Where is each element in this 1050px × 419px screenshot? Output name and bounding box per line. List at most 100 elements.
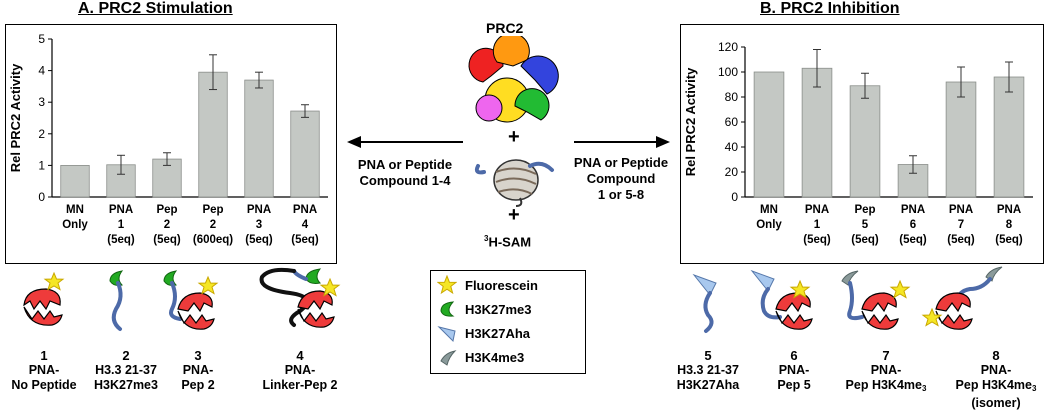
x-category-label: 7 — [958, 219, 964, 231]
compound-7-line1: PNA- — [870, 363, 902, 377]
chart-a: Rel PRC2 Activity012345MNOnlyPNA1(5eq)Pe… — [8, 32, 328, 246]
x-category-label: 6 — [910, 219, 916, 231]
compound-7-subscript: 3 — [921, 384, 927, 393]
x-category-label: 1 — [118, 219, 125, 231]
compound-1-icon — [23, 271, 65, 326]
legend-item-h3k4me3: H3K4me3 — [437, 346, 524, 368]
y-tick-label: 60 — [725, 115, 739, 129]
x-category-label: MN — [66, 204, 84, 216]
legend-item-fluorescein: Fluorescein — [437, 274, 538, 296]
x-category-label: (5eq) — [153, 234, 181, 246]
prc2-subunit-orange — [492, 36, 530, 67]
compound-6-icon — [750, 269, 813, 330]
x-category-label: (5eq) — [947, 234, 975, 246]
compound-3-label: 3 PNA- Pep 2 — [181, 348, 214, 393]
bar — [198, 71, 228, 198]
x-category-label: (5eq) — [851, 234, 879, 246]
compound-4-line1: PNA- — [284, 363, 316, 377]
x-category-label: PNA — [997, 204, 1021, 216]
compound-8-line1: PNA- — [980, 363, 1012, 377]
nucleosome-icon — [474, 159, 554, 207]
compound-8-icon — [921, 266, 1003, 330]
x-category-label: (5eq) — [899, 234, 927, 246]
compound-6-line1: PNA- — [778, 363, 810, 377]
y-tick-label: 80 — [725, 90, 739, 104]
bar — [753, 71, 785, 198]
y-axis-label: Rel PRC2 Activity — [8, 63, 23, 172]
compound-5-label: 5 H3.3 21-37 H3K27Aha — [677, 348, 740, 393]
y-tick-label: 120 — [718, 40, 738, 54]
y-tick-label: 5 — [38, 32, 45, 46]
compound-8-line2-text: Pep H3K4me — [955, 378, 1032, 392]
compound-2-number: 2 — [122, 348, 130, 363]
chart-b: Rel PRC2 Activity020406080100120MNOnlyPN… — [683, 40, 1033, 246]
compound-7-label: 7 PNA- Pep H3K4me3 — [846, 348, 927, 396]
arrow-b-label-line3: 1 or 5-8 — [597, 187, 645, 202]
compound-3-line1: PNA- — [182, 363, 214, 377]
x-category-label: 5 — [862, 219, 869, 231]
x-category-label: (600eq) — [193, 234, 233, 246]
right-arrow-icon — [574, 136, 670, 148]
arrow-a-label-line2: Compound 1-4 — [359, 173, 451, 188]
x-category-label: (5eq) — [107, 234, 135, 246]
compound-2-line2: H3K27me3 — [94, 378, 158, 392]
compound-5-line2: H3K27Aha — [676, 378, 740, 392]
x-category-label: PNA — [109, 204, 133, 216]
x-category-label: PNA — [805, 204, 829, 216]
y-tick-label: 3 — [38, 95, 45, 109]
y-tick-label: 0 — [38, 190, 45, 204]
prc2-complex-icon — [468, 36, 559, 123]
arrow-b-label-line2: Compound — [586, 171, 656, 186]
green-leaf-icon — [440, 301, 455, 317]
compound-6-number: 6 — [790, 348, 798, 363]
panel-a-title: A. PRC2 Stimulation — [78, 0, 233, 17]
legend-box: Fluorescein H3K27me3 H3K27Aha H3K4me3 — [430, 270, 586, 374]
compound-3-icon — [163, 270, 219, 330]
compound-8-number: 8 — [992, 348, 1000, 363]
compound-5-number: 5 — [704, 348, 712, 363]
gray-wedge-icon — [440, 350, 457, 366]
legend-label-h3k27aha: H3K27Aha — [465, 325, 531, 341]
x-category-label: Pep — [202, 204, 223, 216]
x-category-label: MN — [760, 204, 778, 216]
arrow-a-label-line1: PNA or Peptide — [357, 157, 453, 172]
star-icon — [437, 275, 457, 295]
compound-5-line1: H3.3 21-37 — [677, 363, 739, 377]
compound-4-line2: Linker-Pep 2 — [262, 378, 338, 392]
compound-4-icon — [259, 267, 341, 328]
x-category-label: 1 — [814, 219, 821, 231]
compound-8-line2: Pep H3K4me3 — [956, 378, 1037, 396]
bar — [849, 85, 881, 198]
x-category-label: PNA — [247, 204, 271, 216]
prc2-subunit-blue — [520, 55, 559, 95]
compound-7-number: 7 — [882, 348, 890, 363]
prc2-label: PRC2 — [486, 20, 524, 36]
compound-2-icon — [109, 270, 124, 331]
x-category-label: (5eq) — [803, 234, 831, 246]
x-category-label: Only — [756, 219, 782, 231]
x-category-label: 2 — [164, 219, 170, 231]
legend-item-h3k27aha: H3K27Aha — [437, 322, 530, 344]
arrow-b-label-line1: PNA or Peptide — [573, 155, 669, 170]
compound-8-label: 8 PNA- Pep H3K4me3 (isomer) — [956, 348, 1037, 411]
x-category-label: 2 — [210, 219, 216, 231]
plus-sign-2: + — [508, 204, 520, 226]
compound-illustrations-left — [23, 267, 341, 331]
compound-2-line1: H3.3 21-37 — [95, 363, 157, 377]
x-category-label: Only — [62, 219, 88, 231]
legend-label-h3k4me3: H3K4me3 — [465, 349, 525, 365]
compound-1-line1: PNA- — [28, 363, 60, 377]
bar — [993, 76, 1025, 198]
y-tick-label: 100 — [718, 65, 738, 79]
bar — [945, 81, 977, 198]
arrow-b-label: PNA or Peptide Compound 1 or 5-8 — [565, 155, 677, 203]
x-category-label: PNA — [949, 204, 973, 216]
compound-7-line2-text: Pep H3K4me — [845, 378, 922, 392]
sam-superscript: 3 — [484, 234, 489, 243]
y-axis-label: Rel PRC2 Activity — [683, 67, 698, 176]
bar — [244, 79, 274, 198]
legend-item-h3k27me3: H3K27me3 — [437, 298, 532, 320]
compound-1-label: 1 PNA- No Peptide — [11, 348, 76, 393]
bar — [801, 67, 833, 198]
compound-3-number: 3 — [194, 348, 202, 363]
